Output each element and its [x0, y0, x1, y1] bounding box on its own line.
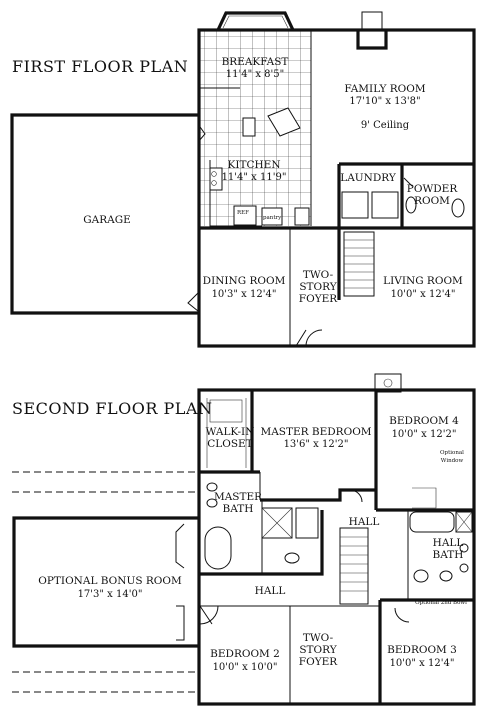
master-door [349, 489, 363, 503]
master-bath-label-2: BATH [223, 503, 254, 515]
kitchen-label: KITCHEN [227, 159, 280, 171]
lower-hall-label: HALL [255, 585, 286, 597]
master-sink-icon-2 [206, 498, 218, 508]
second-foyer-label-2: STORY [299, 644, 337, 656]
family-room-dims: 17'10" x 13'8" [349, 96, 420, 107]
first-floor-stairs [343, 231, 375, 297]
master-tub-icon [204, 526, 232, 570]
second-floor-plan: SECOND FLOOR PLAN [12, 373, 476, 706]
master-bedroom-wall [260, 488, 376, 502]
first-foyer-label-1: TWO- [303, 269, 334, 281]
living-room-dims: 10'0" x 12'4" [391, 289, 456, 300]
bonus-room-label: OPTIONAL BONUS ROOM [38, 575, 182, 587]
second-floor-title: SECOND FLOOR PLAN [12, 399, 212, 418]
bedroom2-dims: 10'0" x 10'0" [213, 662, 278, 673]
family-room-label: FAMILY ROOM [344, 83, 426, 95]
master-linen-closet [295, 507, 319, 539]
first-floor-title: FIRST FLOOR PLAN [12, 57, 188, 76]
garage-label: GARAGE [83, 214, 131, 226]
second-floor-outline [197, 388, 476, 706]
master-toilet-icon [284, 552, 300, 564]
dishwasher-icon [242, 117, 256, 137]
bedroom3-dims: 10'0" x 12'4" [390, 658, 455, 669]
closet-shelving [206, 398, 247, 468]
toilet-icon [405, 196, 417, 214]
front-door [295, 329, 323, 347]
pantry-icon [261, 207, 283, 226]
hall-toilet-icon [439, 570, 453, 582]
hall-bath-label-2: BATH [433, 549, 464, 561]
dining-room-dims: 10'3" x 12'4" [212, 289, 277, 300]
pantry-label: pantry [263, 215, 282, 221]
ref-label: REF [237, 210, 249, 216]
breakfast-bay-window [216, 11, 295, 31]
optional-window-label-1: Optional [440, 450, 464, 456]
hall-tub-icon [409, 511, 455, 533]
chimney [361, 11, 383, 31]
family-room-ceiling-note: 9' Ceiling [361, 120, 410, 131]
second-floor-stairs [339, 527, 369, 605]
bedroom4-dims: 10'0" x 12'2" [392, 429, 457, 440]
hall-bath-label-1: HALL [433, 537, 464, 549]
bonus-room-dormer [175, 523, 185, 569]
washer-icon [341, 191, 369, 219]
stove-icon [209, 167, 223, 191]
second-floor-chimney [374, 373, 402, 393]
bedroom3-door [394, 607, 410, 623]
optional-2nd-bowl-label: Optional 2nd Bowl [415, 600, 467, 606]
master-sink-icon-1 [206, 482, 218, 492]
powder-room-label-1: POWDER [407, 183, 459, 195]
optional-window-label-2: Window [441, 458, 464, 464]
refrigerator-icon [233, 205, 257, 226]
master-bedroom-dims: 13'6" x 12'2" [284, 439, 349, 450]
breakfast-label: BREAKFAST [222, 56, 289, 68]
hall-sink-icon [413, 569, 429, 583]
bedroom3-label: BEDROOM 3 [387, 644, 457, 656]
upper-hall-label: HALL [349, 516, 380, 528]
kitchen-dims: 11'4" x 11'9" [222, 172, 287, 183]
bedroom2-door [199, 605, 219, 625]
dryer-icon [371, 191, 399, 219]
garage-walls [10, 113, 198, 315]
breakfast-dims: 11'4" x 8'5" [226, 69, 285, 80]
bedroom4-label: BEDROOM 4 [389, 415, 459, 427]
dining-room-label: DINING ROOM [203, 275, 286, 287]
bedroom2-label: BEDROOM 2 [210, 648, 280, 660]
walk-in-closet-label-2: CLOSET [207, 438, 252, 450]
master-bedroom-label: MASTER BEDROOM [260, 426, 371, 438]
second-foyer-label-3: FOYER [299, 656, 338, 668]
sink-icon [451, 198, 465, 218]
first-foyer-label-3: FOYER [299, 293, 338, 305]
fireplace [356, 30, 388, 50]
kitchen-island [267, 107, 301, 137]
closet-icon [294, 207, 310, 226]
first-floor-plan: FIRST FLOOR PLAN REF pantry [10, 11, 476, 348]
master-bath-label-1: MASTER [214, 491, 263, 503]
bonus-room-dims: 17'3" x 14'0" [78, 589, 143, 600]
powder-room-label-2: ROOM [414, 195, 450, 207]
first-foyer-label-2: STORY [299, 281, 337, 293]
linen-closet [412, 487, 437, 509]
walk-in-closet-label-1: WALK-IN [206, 426, 255, 438]
laundry-label: LAUNDRY [340, 172, 397, 184]
laundry-powder-walls [337, 162, 474, 228]
bonus-room-walls [12, 516, 198, 648]
second-foyer-label-1: TWO- [303, 632, 334, 644]
master-bath-wall [199, 510, 324, 576]
living-room-label: LIVING ROOM [383, 275, 463, 287]
